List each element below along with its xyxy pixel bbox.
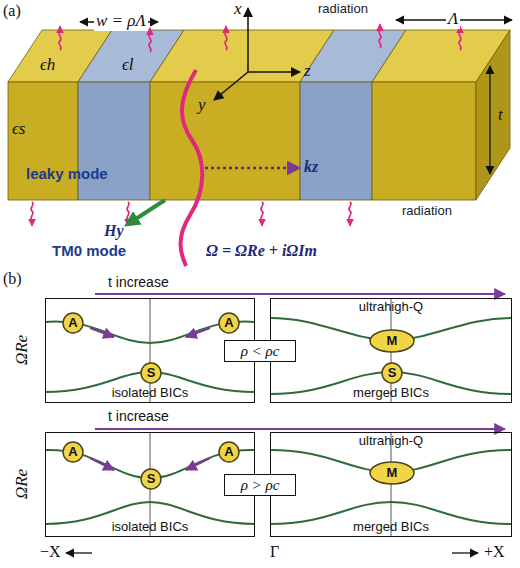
node-label: A <box>62 312 84 334</box>
symmetry-bic: S <box>140 468 162 490</box>
high-index-top <box>150 30 334 82</box>
panel-caption: merged BICs <box>271 386 511 400</box>
radiation-wave <box>379 24 381 48</box>
radiation-wave <box>59 26 61 50</box>
motion-arrow <box>186 328 210 337</box>
tick-label: −X <box>40 543 61 561</box>
radiation-wave <box>349 202 351 226</box>
symmetry-bic: S <box>140 362 162 384</box>
trend-arrow <box>95 293 505 295</box>
axis-title: ΩRe <box>13 335 32 365</box>
symmetry-bic: S <box>381 362 403 384</box>
tick-label: Γ <box>270 543 279 561</box>
node-outline <box>63 313 83 333</box>
panel-letter: (b) <box>3 270 22 288</box>
node-outline <box>370 462 414 484</box>
trend-arrow <box>95 428 505 430</box>
node-outline <box>219 442 239 462</box>
wavevector-label: kz <box>304 158 318 176</box>
high-index-front <box>372 82 476 200</box>
panel-caption: isolated BICs <box>46 520 254 534</box>
radiation-wave <box>459 26 461 50</box>
node-label: M <box>369 461 415 485</box>
permittivity-label: ϵs <box>12 120 25 139</box>
node-label: A <box>218 312 240 334</box>
mode-label: leaky mode <box>26 166 108 183</box>
trend-label: t increase <box>108 409 169 424</box>
merged-bic: M <box>369 329 415 353</box>
high-index-front <box>8 82 78 200</box>
accidental-bic: A <box>218 441 240 463</box>
dimension-arrow <box>489 66 490 174</box>
condition-box: ρ > ρc <box>224 474 296 496</box>
radiation-wave <box>149 28 151 52</box>
node-label: A <box>218 441 240 463</box>
radiation-wave <box>261 202 263 226</box>
frequency-formula: Ω = ΩRe + iΩIm <box>206 242 317 260</box>
panel-caption: merged BICs <box>271 520 511 534</box>
wavevector-arrow <box>205 167 300 170</box>
motion-arrow <box>90 458 114 470</box>
permittivity-label: ϵl <box>122 56 134 75</box>
merged-bic: M <box>369 461 415 485</box>
radiation-wave <box>225 26 227 50</box>
node-outline <box>141 363 161 383</box>
axis-label: z <box>304 62 311 81</box>
thickness-label: t <box>498 106 503 125</box>
axis-arrow <box>66 552 92 553</box>
low-index-front <box>300 82 372 200</box>
accidental-bic: A <box>218 312 240 334</box>
permittivity-label: ϵh <box>40 56 55 75</box>
node-outline <box>370 330 414 352</box>
low-index-front <box>78 82 150 200</box>
field-label: Hy <box>104 222 124 240</box>
band-panel: ultrahigh-Q merged BICs M <box>270 432 512 537</box>
axis-title: ΩRe <box>13 469 32 499</box>
axis-arrow <box>214 72 248 100</box>
panel-letter: (a) <box>3 2 21 20</box>
accidental-bic: A <box>62 441 84 463</box>
axis-arrow <box>248 71 300 73</box>
node-label: S <box>140 468 162 490</box>
radiation-label: radiation <box>318 2 368 16</box>
trend-label: t increase <box>108 275 169 290</box>
node-label: M <box>369 329 415 353</box>
motion-arrow <box>186 458 210 470</box>
node-outline <box>219 313 239 333</box>
radiation-wave <box>31 202 33 226</box>
axis-label: y <box>198 96 206 115</box>
period-dimension: Λ <box>446 10 460 29</box>
slab-side <box>476 30 510 200</box>
node-label: S <box>381 362 403 384</box>
axis-arrow <box>452 552 478 553</box>
radiation-label: radiation <box>402 204 452 218</box>
axis-arrow <box>247 8 249 72</box>
panel-caption: isolated BICs <box>46 386 254 400</box>
tick-label: +X <box>484 543 505 561</box>
mode-label: TM0 mode <box>52 243 126 260</box>
node-label: ρ < ρc <box>225 341 295 361</box>
axis-label: x <box>234 0 242 19</box>
node-outline <box>63 442 83 462</box>
field-arrow <box>128 200 165 224</box>
node-label: S <box>140 362 162 384</box>
panel-caption: ultrahigh-Q <box>271 434 511 448</box>
node-label: A <box>62 441 84 463</box>
high-index-front <box>150 82 300 200</box>
condition-box: ρ < ρc <box>224 340 296 362</box>
node-outline <box>141 469 161 489</box>
node-label: ρ > ρc <box>225 475 295 495</box>
band-panel: ultrahigh-Q merged BICs MS <box>270 298 512 403</box>
period-dimension: w = ρΛ <box>94 12 148 31</box>
accidental-bic: A <box>62 312 84 334</box>
node-outline <box>382 363 402 383</box>
motion-arrow <box>90 328 114 337</box>
panel-caption: ultrahigh-Q <box>271 300 511 314</box>
